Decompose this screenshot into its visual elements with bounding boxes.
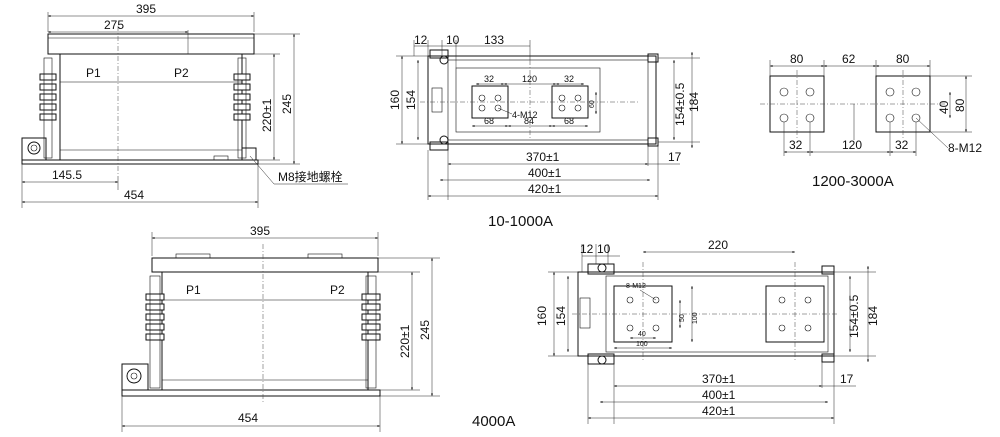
b-dim-120: 120 bbox=[522, 74, 537, 84]
dim-245: 245 bbox=[280, 94, 294, 114]
d-label-p2: P2 bbox=[330, 283, 345, 297]
b-dim-184: 184 bbox=[687, 92, 701, 112]
b-hole-note: 4-M12 bbox=[512, 110, 538, 120]
e-dim-420: 420±1 bbox=[702, 404, 736, 418]
bolt-note: M8接地螺栓 bbox=[278, 169, 343, 184]
d-dim-220: 220±1 bbox=[398, 324, 412, 358]
e-dim-40: 40 bbox=[638, 331, 646, 338]
c-dim-32b: 32 bbox=[895, 138, 909, 152]
e-dim-12: 12 bbox=[580, 242, 594, 256]
b-dim-32b: 32 bbox=[564, 74, 574, 84]
b-dim-68b: 68 bbox=[564, 116, 574, 126]
e-dim-50: 50 bbox=[679, 314, 686, 322]
b-dim-370: 370±1 bbox=[526, 150, 560, 164]
c-dim-80b: 80 bbox=[896, 52, 910, 66]
e-dim-100v: 100 bbox=[692, 312, 699, 324]
b-dim-68a: 68 bbox=[484, 116, 494, 126]
c-dim-40: 40 bbox=[937, 100, 951, 114]
dim-220: 220±1 bbox=[260, 98, 274, 132]
coil-left bbox=[39, 57, 57, 159]
e-dim-10: 10 bbox=[597, 242, 611, 256]
b-dim-32a: 32 bbox=[484, 74, 494, 84]
e-dim-400: 400±1 bbox=[702, 388, 736, 402]
e-dim-160: 160 bbox=[535, 306, 549, 326]
c-dim-32a: 32 bbox=[789, 138, 803, 152]
caption-1200-3000a: 1200-3000A bbox=[812, 173, 894, 190]
b-dim-154-05: 154±0.5 bbox=[673, 82, 687, 126]
e-dim-220: 220 bbox=[708, 238, 728, 252]
d-dim-245: 245 bbox=[418, 320, 432, 340]
b-dim-60: 60 bbox=[589, 100, 596, 108]
b-dim-17: 17 bbox=[668, 150, 682, 164]
b-dim-420: 420±1 bbox=[528, 182, 562, 196]
front-view-4000a: P1 P2 395 220±1 245 454 4000A bbox=[121, 224, 515, 432]
e-dim-184: 184 bbox=[866, 306, 880, 326]
caption-4000a: 4000A bbox=[472, 413, 515, 430]
dim-454: 454 bbox=[124, 188, 144, 202]
top-view-4000a: 12 10 220 8-M12 50 100 40 100 160 154 15… bbox=[535, 238, 880, 424]
e-dim-154-05: 154±0.5 bbox=[847, 294, 861, 338]
label-p2: P2 bbox=[174, 66, 189, 80]
c-dim-120: 120 bbox=[842, 138, 862, 152]
coil-right-4000a bbox=[361, 275, 381, 389]
b-dim-400: 400±1 bbox=[528, 166, 562, 180]
d-dim-454: 454 bbox=[238, 411, 258, 425]
e-dim-370: 370±1 bbox=[702, 372, 736, 386]
c-dim-62: 62 bbox=[842, 52, 856, 66]
e-dim-100h: 100 bbox=[636, 341, 648, 348]
e-dim-17: 17 bbox=[840, 372, 854, 386]
e-hole-note: 8-M12 bbox=[626, 283, 646, 290]
b-dim-160: 160 bbox=[388, 90, 402, 110]
b-dim-84: 84 bbox=[524, 116, 534, 126]
dim-145-5: 145.5 bbox=[52, 168, 82, 182]
b-dim-154: 154 bbox=[404, 90, 418, 110]
b-dim-10: 10 bbox=[446, 33, 460, 47]
c-hole-note: 8-M12 bbox=[948, 141, 982, 155]
b-dim-133: 133 bbox=[484, 33, 504, 47]
label-p1: P1 bbox=[86, 66, 101, 80]
d-dim-395: 395 bbox=[250, 224, 270, 238]
terminal-view-3000a: 80 62 80 40 80 32 120 32 8-M12 1200-3000… bbox=[760, 52, 982, 190]
coil-right bbox=[233, 57, 251, 159]
coil-left-4000a bbox=[145, 275, 165, 389]
dim-275: 275 bbox=[104, 18, 124, 32]
e-dim-154: 154 bbox=[554, 306, 568, 326]
c-dim-80a: 80 bbox=[790, 52, 804, 66]
caption-10-1000a: 10-1000A bbox=[488, 213, 553, 230]
d-label-p1: P1 bbox=[186, 283, 201, 297]
b-dim-12: 12 bbox=[414, 33, 428, 47]
c-dim-80v: 80 bbox=[953, 98, 967, 112]
top-view-1000a: 12 10 133 32 120 32 60 68 84 68 4-M12 16… bbox=[388, 33, 701, 230]
dim-395: 395 bbox=[136, 2, 156, 16]
front-view-top: P1 P2 395 275 220±1 245 145.5 454 M8接地螺栓 bbox=[21, 2, 348, 208]
